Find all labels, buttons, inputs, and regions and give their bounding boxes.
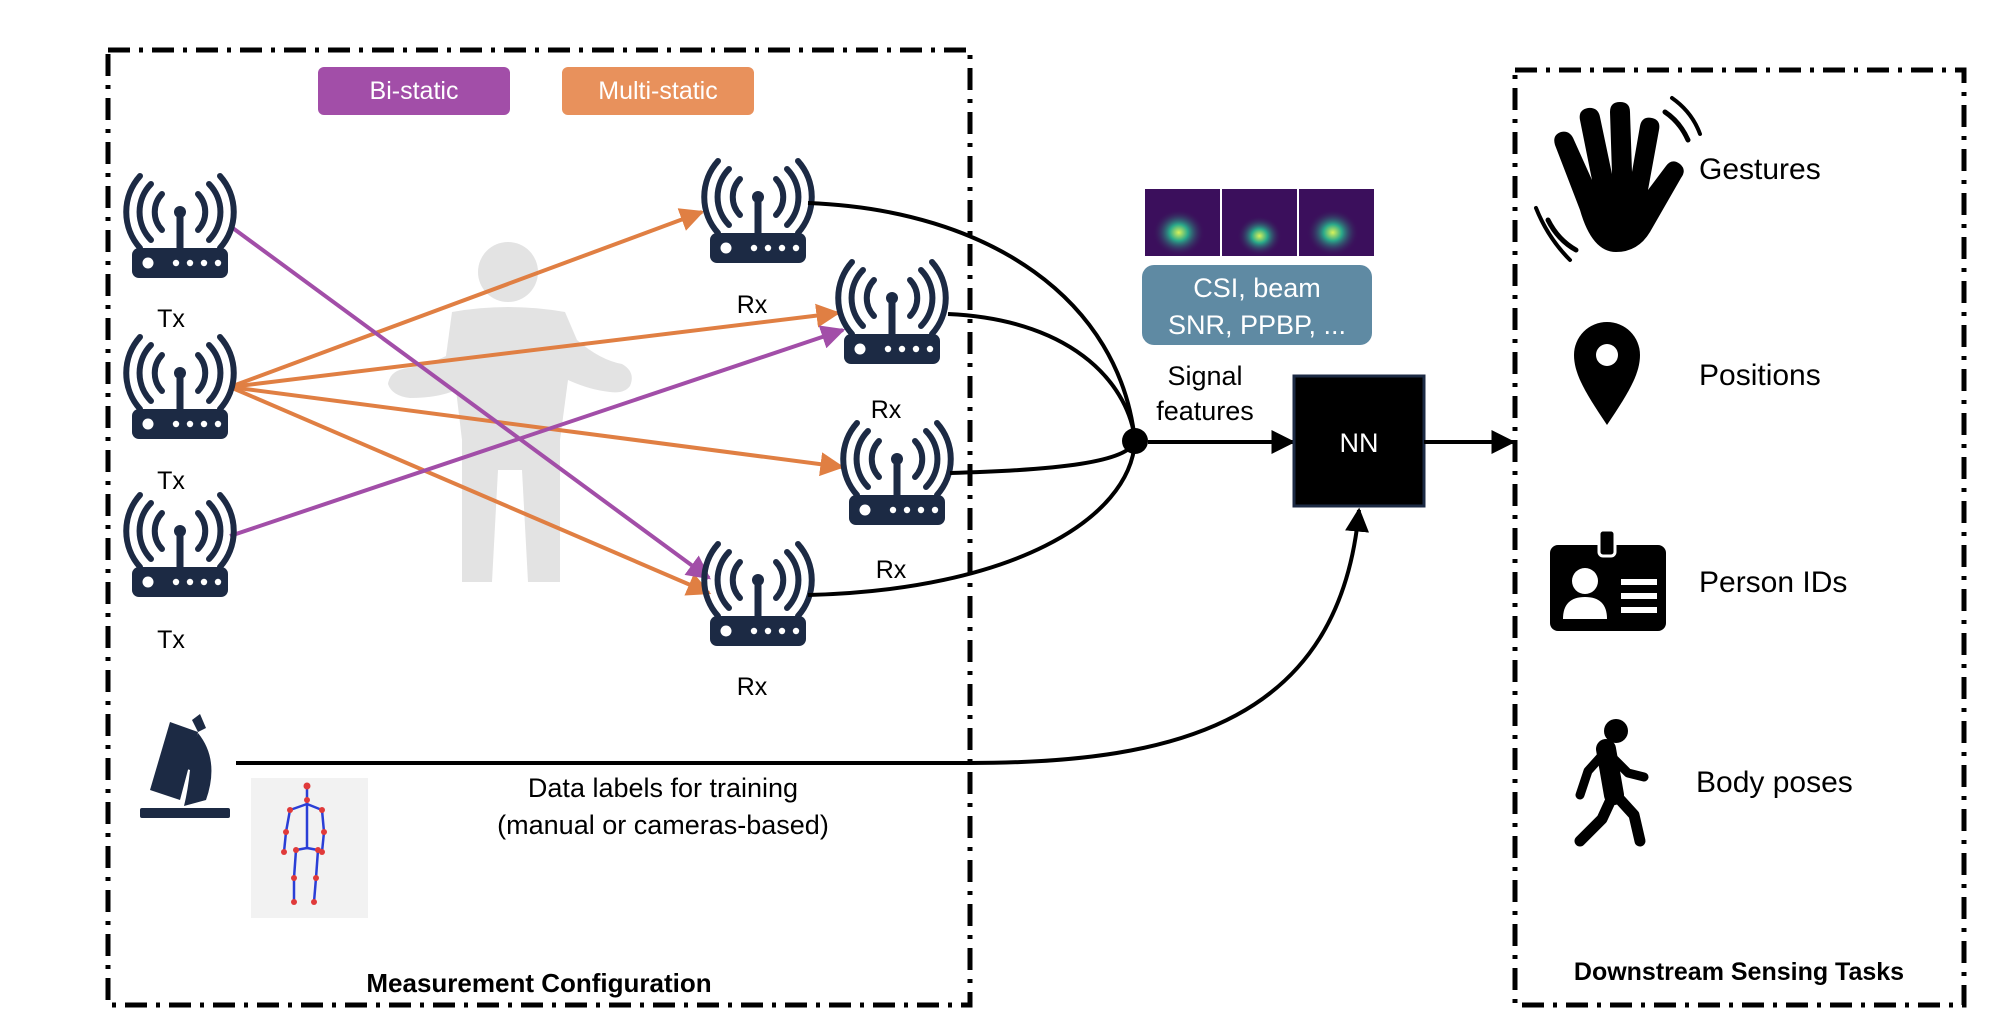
router-icon bbox=[126, 337, 234, 439]
router-icon bbox=[704, 161, 812, 263]
transmitter-label: Tx bbox=[157, 305, 185, 333]
transmitter-1: Tx bbox=[126, 176, 234, 333]
transmitter-3: Tx bbox=[126, 495, 234, 654]
nn-label: NN bbox=[1340, 428, 1379, 458]
task-gestures: Gestures bbox=[1534, 96, 1821, 262]
router-icon bbox=[126, 176, 234, 278]
training-label-connection bbox=[236, 507, 1369, 765]
router-icon bbox=[838, 262, 946, 364]
receiver-1: Rx bbox=[704, 161, 812, 319]
legend-multistatic: Multi-static bbox=[562, 67, 754, 115]
signal-features-line2: features bbox=[1156, 396, 1254, 426]
receiver-4: Rx bbox=[704, 544, 812, 701]
task-label: Person IDs bbox=[1699, 566, 1847, 599]
skeleton-pose-image bbox=[251, 778, 368, 918]
task-label: Gestures bbox=[1699, 153, 1821, 186]
features-box: CSI, beam SNR, PPBP, ... bbox=[1142, 265, 1372, 345]
data-labels-line1: Data labels for training bbox=[528, 773, 798, 803]
transmitter-label: Tx bbox=[157, 467, 185, 495]
features-line2: SNR, PPBP, ... bbox=[1168, 310, 1346, 340]
legend-bistatic-label: Bi-static bbox=[370, 77, 459, 105]
person-silhouette bbox=[388, 242, 632, 582]
receiver-label: Rx bbox=[871, 396, 902, 424]
task-label: Body poses bbox=[1696, 766, 1853, 799]
downstream-frame bbox=[1512, 67, 1967, 1008]
bistatic-links bbox=[228, 224, 846, 580]
router-icon bbox=[704, 544, 812, 646]
transmitter-2: Tx bbox=[126, 337, 234, 495]
router-icon bbox=[126, 495, 234, 597]
feature-heatmaps bbox=[1145, 189, 1374, 256]
receiver-label: Rx bbox=[876, 556, 907, 584]
signal-junction bbox=[1122, 428, 1148, 454]
measurement-frame bbox=[105, 47, 973, 1008]
downstream-title: Downstream Sensing Tasks bbox=[1574, 958, 1904, 986]
transmitter-label: Tx bbox=[157, 626, 185, 654]
signal-features-line1: Signal bbox=[1167, 361, 1242, 391]
receiver-3: Rx bbox=[843, 423, 951, 584]
location-pin-icon bbox=[1574, 322, 1640, 425]
data-labels-line2: (manual or cameras-based) bbox=[497, 810, 829, 840]
router-icon bbox=[843, 423, 951, 525]
hand-wave-icon bbox=[1534, 96, 1702, 262]
camera-labeling-icon bbox=[140, 714, 230, 818]
receiver-2: Rx bbox=[838, 262, 946, 424]
nn-box: NN bbox=[1292, 374, 1426, 508]
legend-bistatic: Bi-static bbox=[318, 67, 510, 115]
task-positions: Positions bbox=[1574, 322, 1821, 425]
receiver-label: Rx bbox=[737, 673, 768, 701]
multistatic-links bbox=[229, 208, 845, 596]
receiver-label: Rx bbox=[737, 291, 768, 319]
task-body-poses: Body poses bbox=[1574, 719, 1853, 847]
walking-person-icon bbox=[1574, 719, 1649, 847]
legend-multistatic-label: Multi-static bbox=[598, 77, 717, 105]
task-person-ids: Person IDs bbox=[1550, 528, 1847, 631]
measurement-title: Measurement Configuration bbox=[366, 968, 711, 998]
features-line1: CSI, beam bbox=[1193, 273, 1321, 303]
task-label: Positions bbox=[1699, 359, 1821, 392]
id-card-icon bbox=[1550, 528, 1666, 631]
